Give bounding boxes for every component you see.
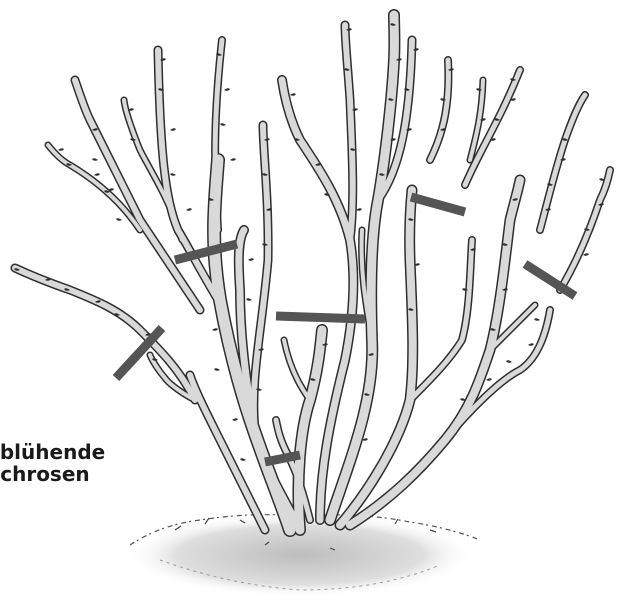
bud-icon — [170, 173, 176, 176]
bud-icon — [583, 253, 589, 256]
bud-icon — [240, 458, 246, 461]
bud-icon — [94, 173, 100, 176]
bud-icon — [212, 328, 218, 331]
bud-icon — [506, 360, 512, 363]
cut-line-icon — [411, 197, 465, 212]
cut-line-icon — [276, 316, 365, 319]
stem-fill — [465, 70, 520, 185]
bud-icon — [116, 218, 122, 221]
bud-icon — [220, 123, 226, 126]
stem-fill — [284, 340, 310, 400]
bud-icon — [246, 298, 252, 301]
bud-icon — [58, 148, 64, 151]
stem-fill — [214, 160, 290, 530]
stem-outline — [75, 80, 200, 310]
bud-icon — [214, 368, 220, 371]
bud-icon — [528, 343, 534, 346]
bud-icon — [232, 418, 238, 421]
bud-icon — [534, 318, 540, 321]
bud-icon — [486, 378, 492, 381]
bud-icon — [92, 158, 98, 161]
bud-icon — [186, 208, 192, 211]
caption-label: rblühende uchrosen — [0, 441, 150, 485]
bud-icon — [170, 128, 176, 131]
bud-icon — [248, 258, 254, 261]
bud-icon — [224, 88, 230, 91]
bud-icon — [356, 208, 362, 211]
bud-icon — [290, 93, 296, 96]
caption-line-1: rblühende — [0, 441, 150, 463]
bud-icon — [230, 158, 236, 161]
caption-line-2: uchrosen — [0, 463, 150, 485]
